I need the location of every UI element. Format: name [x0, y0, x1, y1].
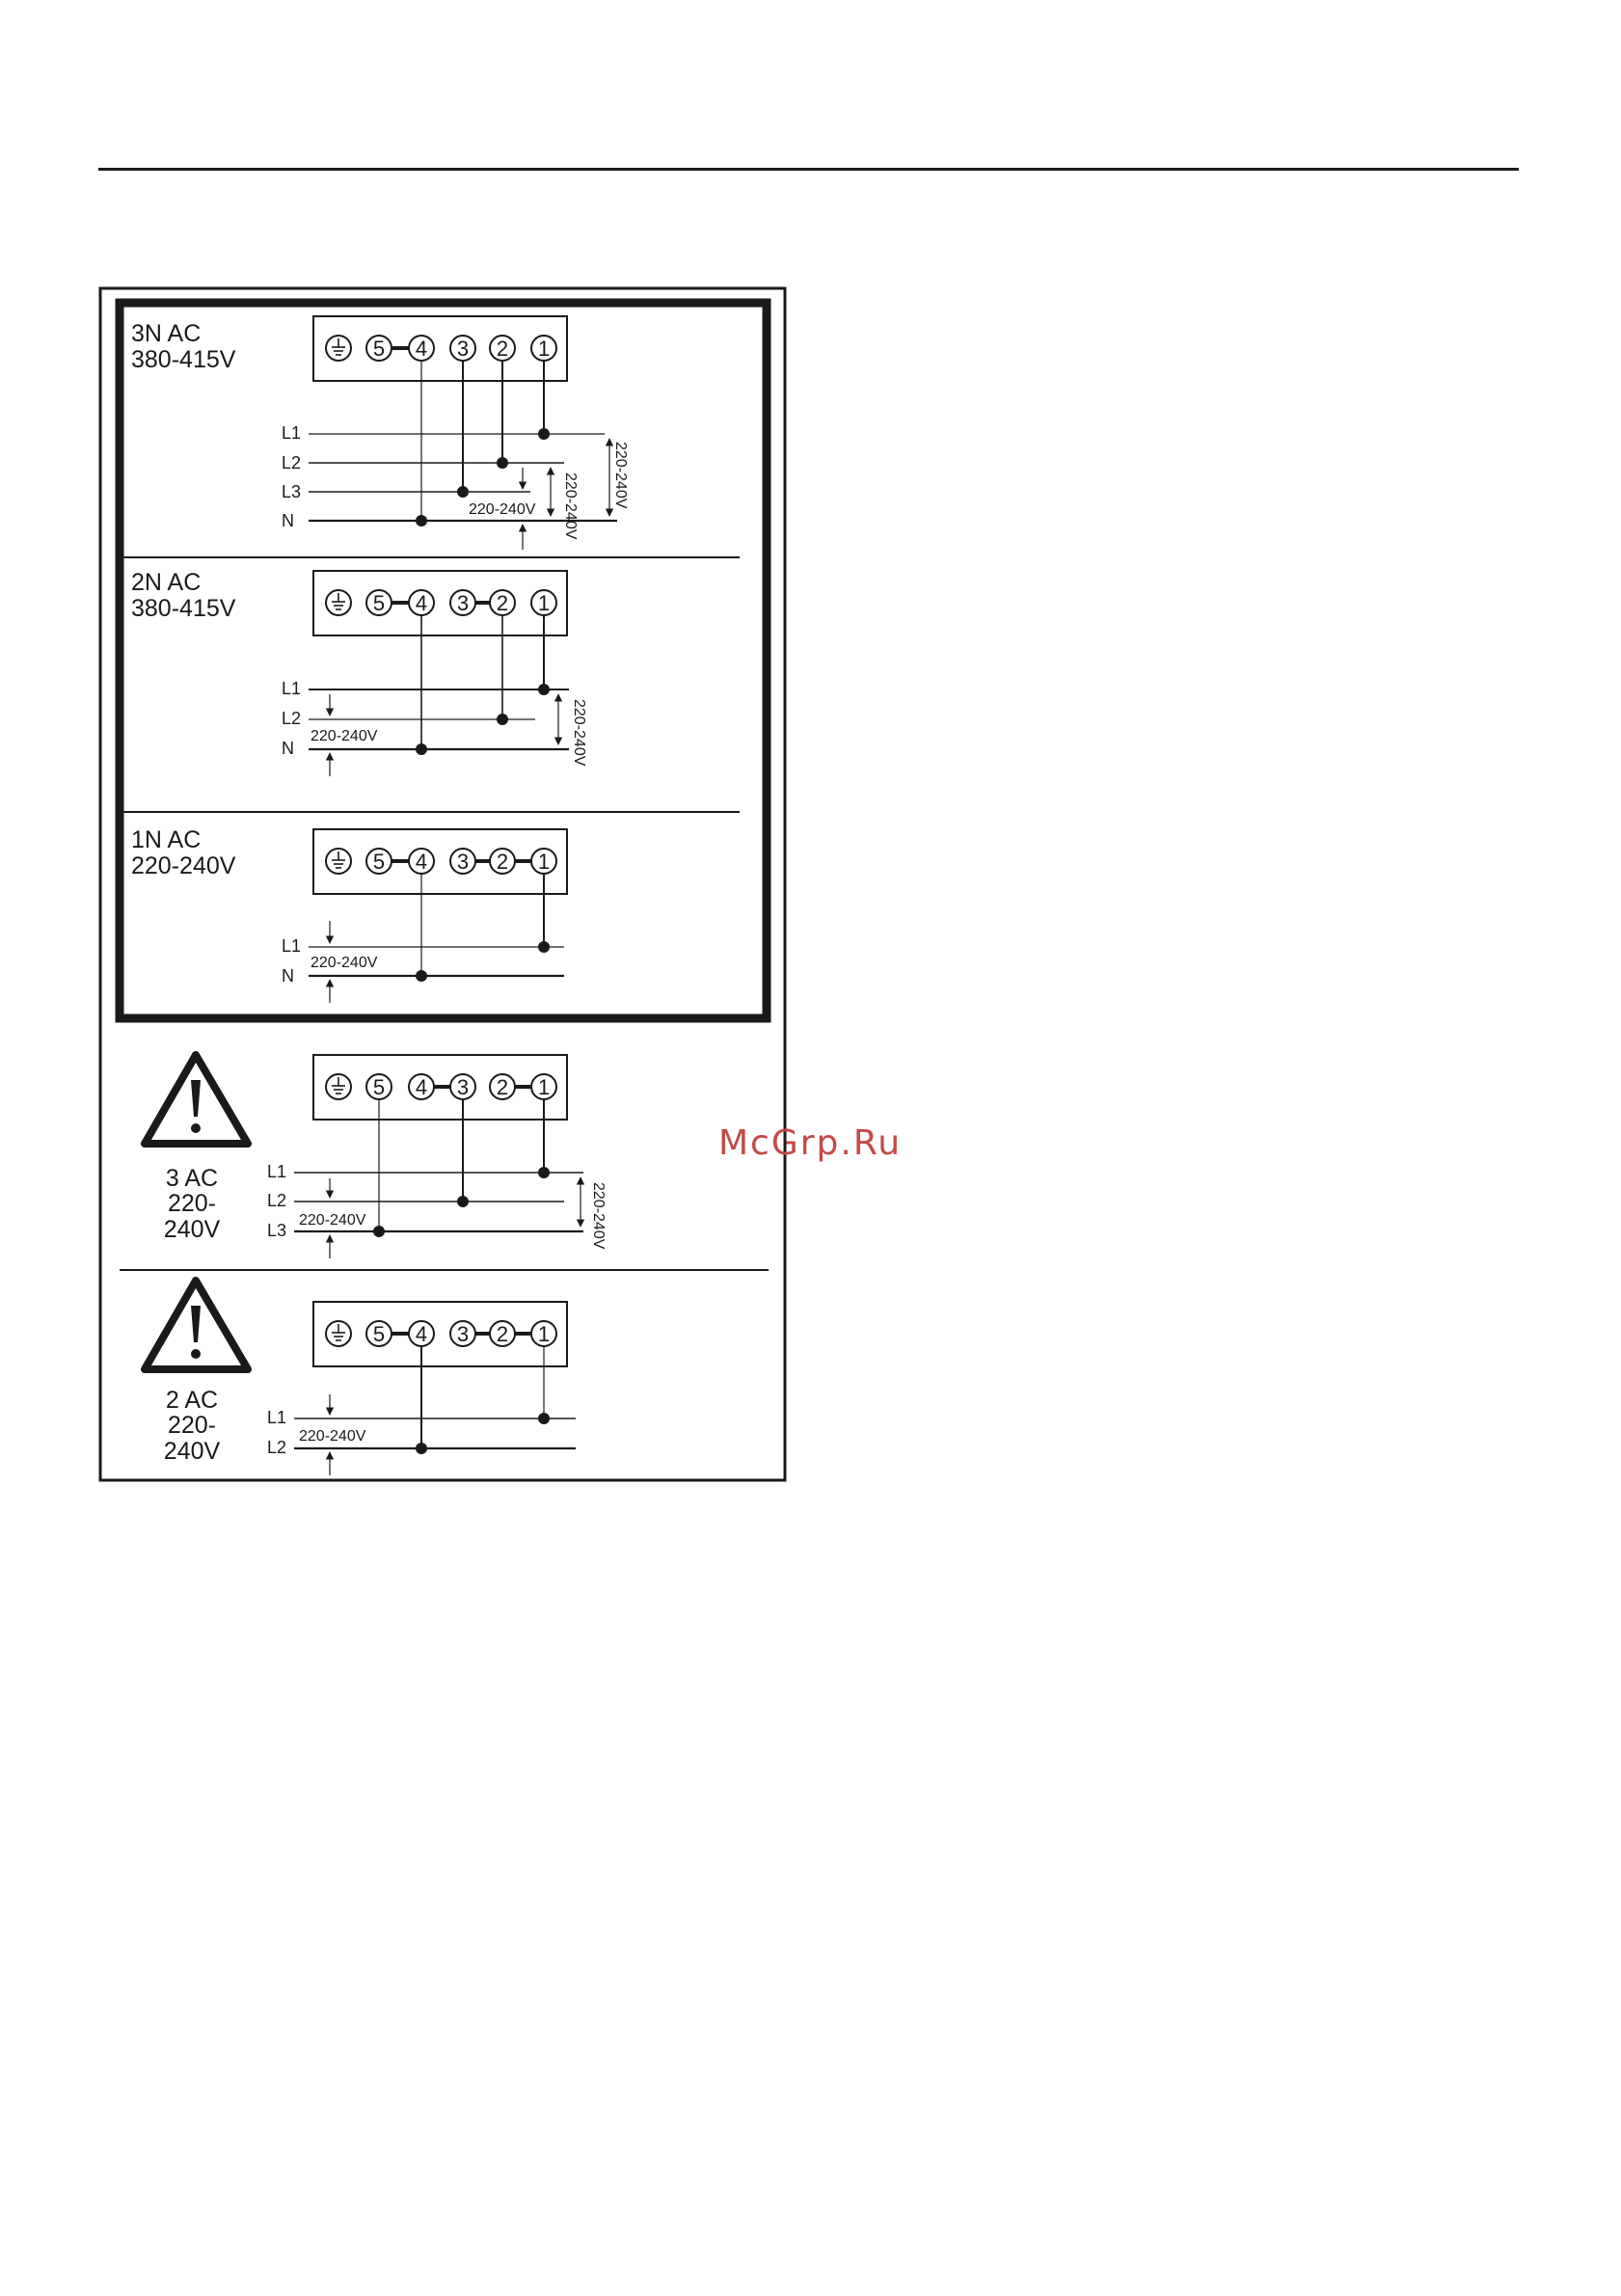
line-label-n: N — [282, 739, 294, 758]
recommended-frame — [120, 303, 767, 1018]
section-subtitle: 220- — [168, 1190, 216, 1217]
junction-dot — [416, 743, 427, 755]
line-label-l2: L2 — [267, 1191, 286, 1210]
section-subtitle: 220- — [168, 1412, 216, 1439]
section-title: 2 AC — [166, 1387, 218, 1414]
terminal-3-label: 3 — [457, 591, 469, 615]
warning-icon — [145, 1281, 248, 1369]
line-label-l1: L1 — [282, 423, 301, 443]
line-label-l1: L1 — [282, 679, 301, 698]
junction-dot — [416, 970, 427, 982]
line-label-l2: L2 — [267, 1438, 286, 1457]
line-label-l3: L3 — [282, 482, 301, 501]
terminal-3-label: 3 — [457, 850, 469, 874]
junction-dot — [538, 1413, 550, 1424]
watermark: McGrp.Ru — [718, 1123, 902, 1163]
junction-dot — [457, 1196, 469, 1207]
junction-dot — [416, 515, 427, 527]
line-label-l1: L1 — [282, 936, 301, 956]
line-label-l3: L3 — [267, 1221, 286, 1240]
section-subtitle: 380-415V — [131, 595, 236, 622]
terminal-5-label: 5 — [373, 1322, 385, 1346]
section-subtitle: 220-240V — [131, 852, 236, 879]
section-subtitle: 240V — [164, 1438, 221, 1465]
section-title: 3 AC — [166, 1165, 218, 1192]
line-label-n: N — [282, 966, 294, 986]
terminal-3-label: 3 — [457, 337, 469, 361]
terminal-5-label: 5 — [373, 337, 385, 361]
section-1n-ac: 1N AC 220-240V 5 4 3 2 1 L1 N 220-240V — [131, 826, 567, 1003]
junction-dot — [538, 684, 550, 695]
terminal-2-label: 2 — [497, 1075, 508, 1099]
terminal-1-label: 1 — [538, 591, 550, 615]
terminal-1-label: 1 — [538, 337, 550, 361]
terminal-4-label: 4 — [416, 1322, 427, 1346]
voltage-label-l1-n: 220-240V — [571, 699, 587, 767]
terminal-5-label: 5 — [373, 1075, 385, 1099]
voltage-label-l2-n: 220-240V — [562, 473, 579, 540]
terminal-4-label: 4 — [416, 850, 427, 874]
line-label-l2: L2 — [282, 709, 301, 728]
junction-dot — [538, 1167, 550, 1178]
terminal-4-label: 4 — [416, 337, 427, 361]
section-title: 3N AC — [131, 320, 201, 347]
section-3n-ac: 3N AC 380-415V 5 4 3 2 1 L1 L2 L3 N — [131, 316, 629, 550]
terminal-5-label: 5 — [373, 850, 385, 874]
terminal-block-contents: 5 4 3 2 1 — [326, 336, 556, 361]
junction-dot — [416, 1443, 427, 1454]
terminal-4-label: 4 — [416, 591, 427, 615]
voltage-label-l1-l2: 220-240V — [299, 1428, 366, 1445]
section-title: 2N AC — [131, 569, 201, 596]
voltage-label-l1-l2: 220-240V — [311, 728, 378, 744]
terminal-3-label: 3 — [457, 1322, 469, 1346]
junction-dot — [538, 428, 550, 440]
junction-dot — [497, 714, 508, 725]
line-label-l1: L1 — [267, 1408, 286, 1427]
section-subtitle: 240V — [164, 1216, 221, 1243]
terminal-3-label: 3 — [457, 1075, 469, 1099]
terminal-2-label: 2 — [497, 1322, 508, 1346]
terminal-1-label: 1 — [538, 1075, 550, 1099]
junction-dot — [373, 1226, 385, 1237]
voltage-label-l2-l3: 220-240V — [299, 1212, 366, 1229]
warning-icon — [145, 1055, 248, 1144]
section-2-ac: 2 AC 220- 240V 5 4 3 2 1 L1 L2 220-240V — [145, 1281, 576, 1475]
line-label-l2: L2 — [282, 453, 301, 473]
terminal-2-label: 2 — [497, 591, 508, 615]
terminal-1-label: 1 — [538, 1322, 550, 1346]
junction-dot — [538, 941, 550, 953]
terminal-1-label: 1 — [538, 850, 550, 874]
junction-dot — [497, 457, 508, 469]
voltage-label-l1-n: 220-240V — [612, 442, 629, 509]
line-label-l1: L1 — [267, 1162, 286, 1181]
terminal-2-label: 2 — [497, 850, 508, 874]
terminal-2-label: 2 — [497, 337, 508, 361]
terminal-4-label: 4 — [416, 1075, 427, 1099]
section-title: 1N AC — [131, 826, 201, 853]
voltage-label-l3-n: 220-240V — [469, 501, 536, 518]
junction-dot — [457, 486, 469, 498]
section-subtitle: 380-415V — [131, 346, 236, 373]
voltage-label-l1-l3: 220-240V — [590, 1182, 607, 1250]
section-3-ac: 3 AC 220- 240V 5 4 3 2 1 L1 L2 L3 — [145, 1055, 607, 1258]
section-2n-ac: 2N AC 380-415V 5 4 3 2 1 L1 L2 N 22 — [131, 569, 587, 776]
terminal-5-label: 5 — [373, 591, 385, 615]
line-label-n: N — [282, 511, 294, 530]
voltage-label-l1-n: 220-240V — [311, 955, 378, 971]
